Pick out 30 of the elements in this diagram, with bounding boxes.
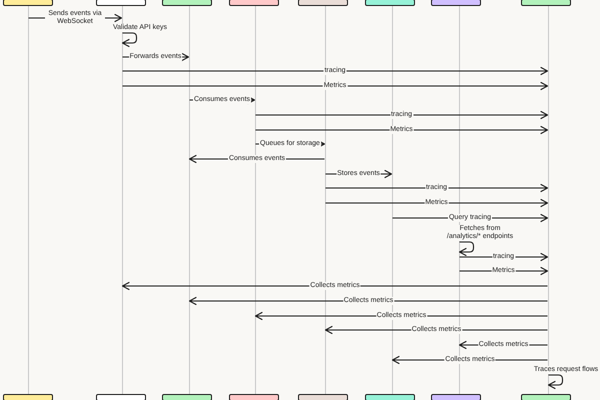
participant-box (96, 394, 146, 400)
message-arrow (122, 282, 548, 290)
message-arrow (256, 126, 548, 134)
self-message-arrow (548, 374, 564, 390)
participant-box (3, 394, 53, 400)
participant-box (521, 0, 571, 6)
participant-box (431, 0, 481, 6)
lifeline (458, 6, 460, 394)
participant-box (365, 394, 415, 400)
participant-box (3, 0, 53, 6)
lifeline (188, 6, 190, 394)
message-arrow (326, 184, 548, 192)
message-arrow (122, 66, 548, 76)
message-arrow (122, 82, 548, 90)
participant-box (298, 394, 348, 400)
self-message-arrow (458, 241, 474, 256)
participant-box (229, 0, 279, 6)
participant-box (96, 0, 146, 6)
participant-box (521, 394, 571, 400)
participant-box (162, 394, 212, 400)
participant-box (229, 394, 279, 400)
message-arrow (256, 110, 548, 120)
lifeline (254, 6, 256, 394)
participant-box (431, 394, 481, 400)
participant-box (162, 0, 212, 6)
participant-box (298, 0, 348, 6)
message-arrow (326, 198, 548, 208)
participant-box (365, 0, 415, 6)
self-message-arrow (122, 32, 138, 48)
lifeline (324, 6, 326, 394)
